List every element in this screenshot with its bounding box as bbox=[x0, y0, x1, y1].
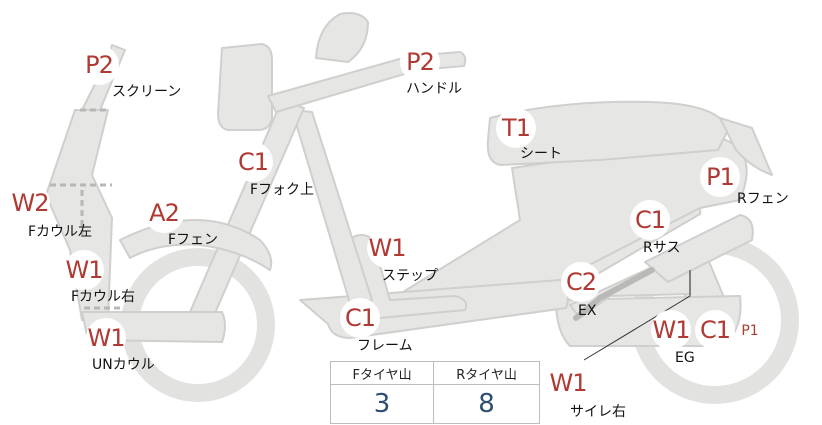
badge-handle[interactable]: P2 bbox=[400, 42, 440, 82]
header-r-tire: Rタイヤ山 bbox=[433, 361, 540, 385]
f-fender-shape bbox=[119, 219, 273, 271]
badge-r-sus[interactable]: C1 bbox=[630, 200, 670, 240]
label-seat: シート bbox=[520, 146, 562, 162]
badge-eg-w[interactable]: W1 bbox=[651, 310, 691, 350]
badge-f-fender[interactable]: A2 bbox=[144, 193, 184, 233]
badge-ex[interactable]: C2 bbox=[561, 262, 601, 302]
label-f-fender: Fフェン bbox=[168, 232, 219, 248]
badge-eg-p[interactable]: P1 bbox=[737, 318, 763, 344]
badge-f-cowl-left[interactable]: W2 bbox=[10, 183, 50, 223]
badge-seat[interactable]: T1 bbox=[496, 108, 536, 148]
value-r-tire[interactable]: 8 bbox=[433, 384, 540, 424]
header-f-tire: Fタイヤ山 bbox=[329, 361, 435, 385]
tire-table-header-row: Fタイヤ山 Rタイヤ山 bbox=[329, 361, 540, 385]
badge-step[interactable]: W1 bbox=[367, 228, 407, 268]
label-step: ステップ bbox=[382, 268, 438, 284]
label-ex: EX bbox=[578, 303, 597, 319]
label-un-cowl: UNカウル bbox=[92, 357, 155, 373]
label-frame: フレーム bbox=[357, 338, 413, 354]
meter bbox=[315, 12, 369, 63]
label-r-fender: Rフェン bbox=[737, 191, 789, 207]
tire-table-value-row: 3 8 bbox=[329, 384, 540, 424]
seat-shape bbox=[486, 100, 729, 166]
badge-f-cowl-right[interactable]: W1 bbox=[64, 250, 104, 290]
label-f-cowl-left: Fカウル左 bbox=[28, 224, 93, 240]
label-f-fork-upper: Fフォク上 bbox=[250, 182, 315, 198]
r-fender-shape bbox=[719, 117, 773, 176]
value-f-tire[interactable]: 3 bbox=[329, 384, 435, 424]
badge-eg-c[interactable]: C1 bbox=[695, 310, 735, 350]
label-f-cowl-right: Fカウル右 bbox=[71, 289, 136, 305]
exhaust-pipe bbox=[573, 267, 655, 321]
badge-screen[interactable]: P2 bbox=[79, 45, 119, 85]
badge-un-cowl[interactable]: W1 bbox=[86, 318, 126, 358]
label-r-sus: Rサス bbox=[643, 240, 681, 256]
down-tube bbox=[291, 109, 373, 311]
badge-frame[interactable]: C1 bbox=[340, 298, 380, 338]
leader-line bbox=[583, 270, 691, 361]
badge-f-fork-upper[interactable]: C1 bbox=[233, 142, 273, 182]
label-screen: スクリーン bbox=[112, 84, 182, 100]
rear-shock bbox=[644, 214, 754, 283]
badge-side-right[interactable]: W1 bbox=[548, 363, 588, 403]
label-handle: ハンドル bbox=[406, 81, 462, 97]
label-side-right: サイレ右 bbox=[570, 404, 626, 420]
label-eg: EG bbox=[675, 350, 695, 366]
badge-r-fender[interactable]: P1 bbox=[700, 157, 740, 197]
tire-tread-table: Fタイヤ山 Rタイヤ山 3 8 bbox=[329, 361, 540, 424]
headlight bbox=[217, 43, 273, 131]
